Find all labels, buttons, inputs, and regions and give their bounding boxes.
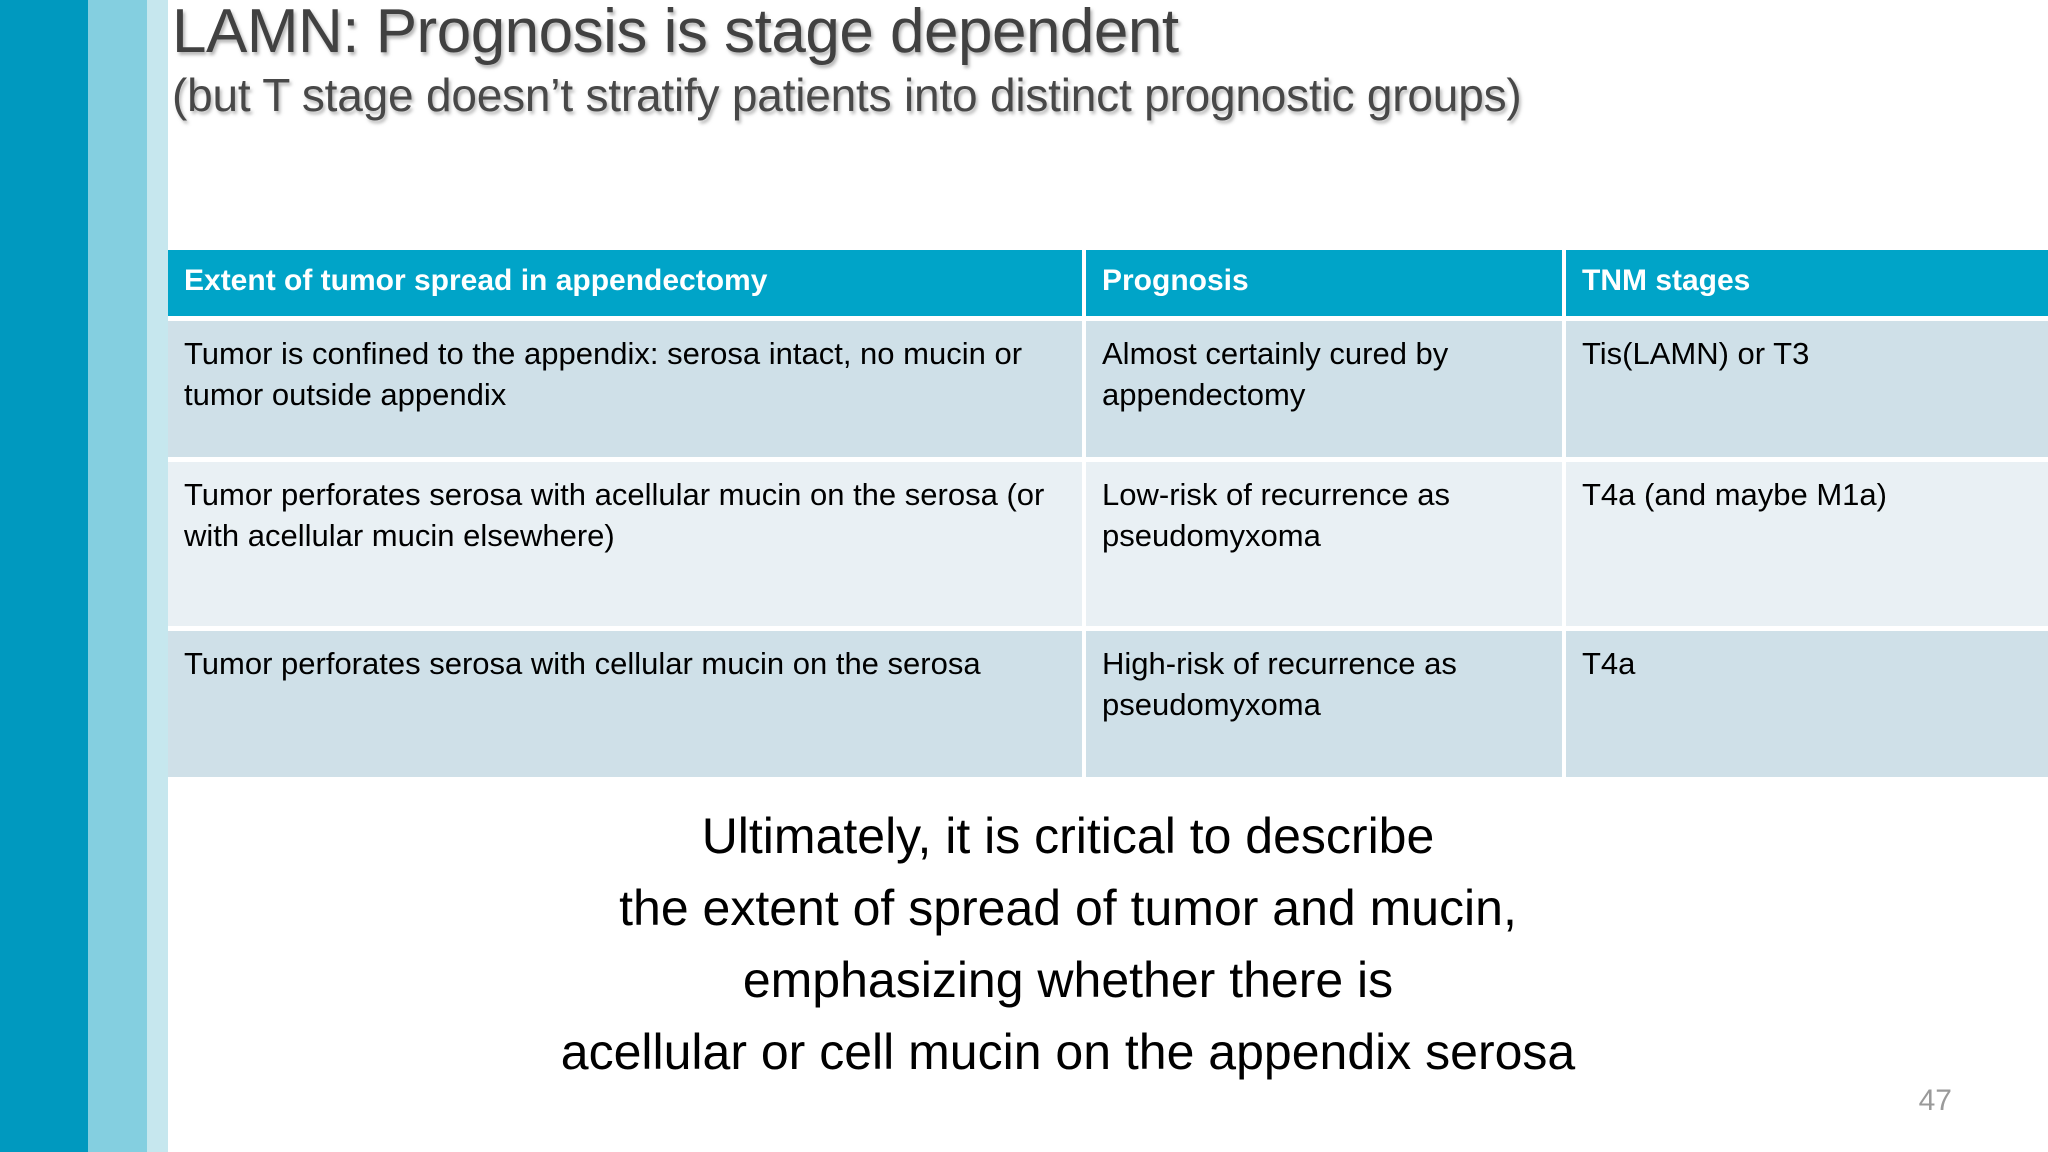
closing-line: the extent of spread of tumor and mucin, <box>619 880 1517 936</box>
cell-tnm: Tis(LAMN) or T3 <box>1566 321 2048 462</box>
table-header-row: Extent of tumor spread in appendectomy P… <box>168 250 2048 321</box>
accent-bar-dark <box>0 0 88 1152</box>
table-row: Tumor perforates serosa with cellular mu… <box>168 631 2048 782</box>
cell-prognosis: High-risk of recurrence as pseudomyxoma <box>1086 631 1566 782</box>
cell-prognosis: Low-risk of recurrence as pseudomyxoma <box>1086 462 1566 631</box>
title-block: LAMN: Prognosis is stage dependent (but … <box>172 0 1972 122</box>
cell-extent: Tumor is confined to the appendix: seros… <box>168 321 1086 462</box>
page-title: LAMN: Prognosis is stage dependent <box>172 0 1179 66</box>
cell-tnm: T4a <box>1566 631 2048 782</box>
table-header: Extent of tumor spread in appendectomy P… <box>168 250 2048 321</box>
cell-extent: Tumor perforates serosa with cellular mu… <box>168 631 1086 782</box>
column-header-extent: Extent of tumor spread in appendectomy <box>168 250 1086 321</box>
closing-statement: Ultimately, it is critical to describe t… <box>168 800 1968 1088</box>
cell-extent: Tumor perforates serosa with acellular m… <box>168 462 1086 631</box>
accent-bar-light <box>147 0 168 1152</box>
prognosis-table: Extent of tumor spread in appendectomy P… <box>168 250 2048 782</box>
page-number: 47 <box>1918 1084 1952 1117</box>
column-header-tnm: TNM stages <box>1566 250 2048 321</box>
table-row: Tumor is confined to the appendix: seros… <box>168 321 2048 462</box>
page-subtitle: (but T stage doesn’t stratify patients i… <box>172 69 1522 121</box>
table-body: Tumor is confined to the appendix: seros… <box>168 321 2048 782</box>
cell-tnm: T4a (and maybe M1a) <box>1566 462 2048 631</box>
slide-content: LAMN: Prognosis is stage dependent (but … <box>168 0 2048 1152</box>
accent-bar-medium <box>88 0 147 1152</box>
closing-line: emphasizing whether there is <box>742 952 1394 1008</box>
table-row: Tumor perforates serosa with acellular m… <box>168 462 2048 631</box>
cell-prognosis: Almost certainly cured by appendectomy <box>1086 321 1566 462</box>
closing-line: Ultimately, it is critical to describe <box>701 808 1435 864</box>
closing-line: acellular or cell mucin on the appendix … <box>560 1024 1576 1080</box>
column-header-prognosis: Prognosis <box>1086 250 1566 321</box>
